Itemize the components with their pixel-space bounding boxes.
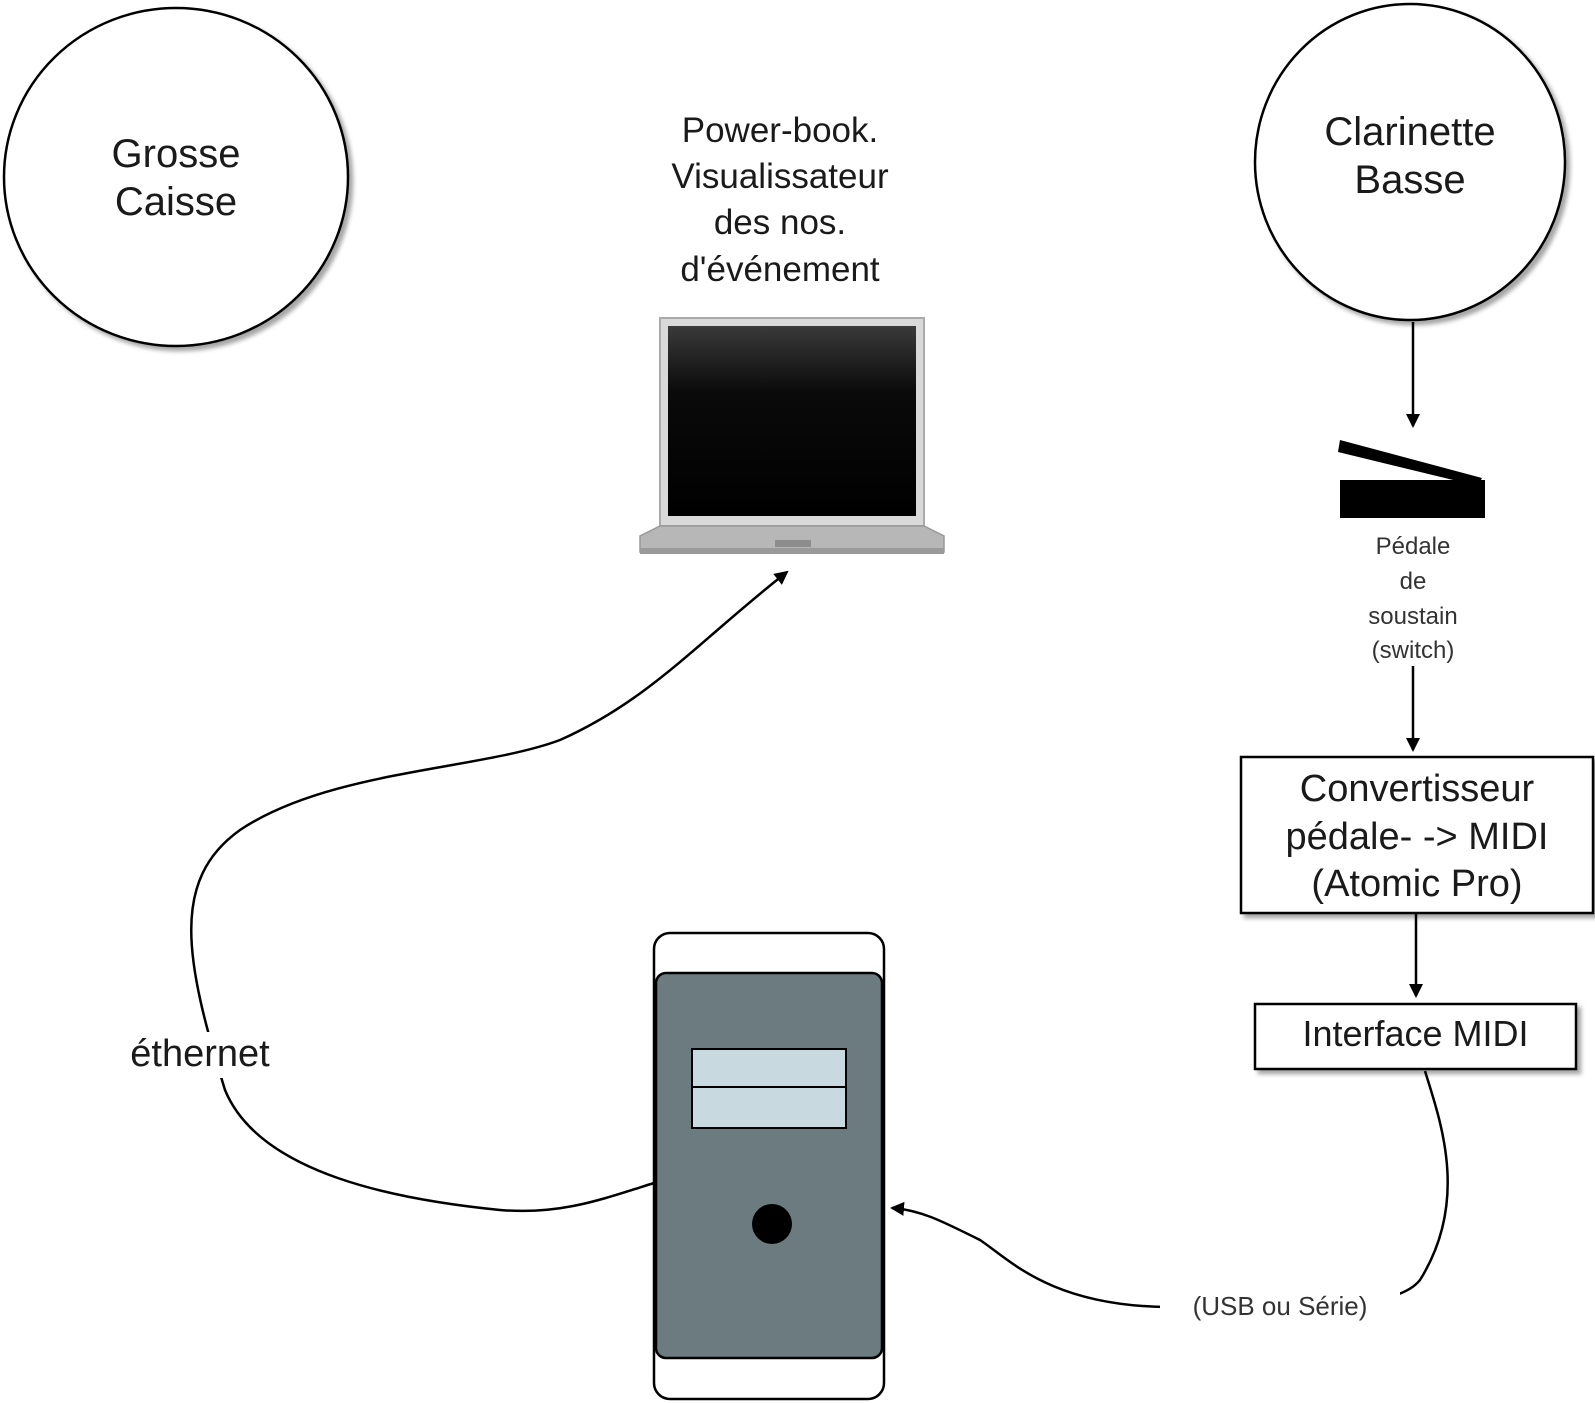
ethernet-label: éthernet <box>100 1032 300 1078</box>
pedale-line-1: Pédale <box>1375 533 1451 560</box>
computer-tower-icon <box>652 931 886 1401</box>
interface-midi-text: Interface MIDI <box>1302 1013 1529 1054</box>
sustain-pedal-icon <box>1338 440 1485 518</box>
grosse-caisse-label: Grosse Caisse <box>56 130 296 226</box>
usb-label: (USB ou Série) <box>1160 1291 1400 1323</box>
interface-midi-node <box>1253 1002 1578 1071</box>
convertisseur-line-3: (Atomic Pro) <box>1311 863 1523 905</box>
clarinette-basse-node <box>1253 2 1567 322</box>
powerbook-line-2: Visualissateur <box>671 157 889 197</box>
pedale-line-4: (switch) <box>1371 637 1455 665</box>
powerbook-line-3: des nos. <box>713 203 847 243</box>
clarinette-basse-line-1: Clarinette <box>1324 110 1496 154</box>
laptop-icon <box>639 317 945 554</box>
usb-text: (USB ou Série) <box>1192 1291 1368 1321</box>
convertisseur-line-1: Convertisseur <box>1299 768 1535 810</box>
grosse-caisse-node <box>2 6 350 348</box>
pedale-line-3: soustain <box>1368 602 1458 630</box>
convertisseur-line-2: pédale- -> MIDI <box>1285 815 1549 858</box>
edge-ethernet-tower-to-laptop <box>190 570 789 1213</box>
clarinette-basse-label: Clarinette Basse <box>1270 108 1550 204</box>
interface-midi-label: Interface MIDI <box>1255 1012 1576 1055</box>
powerbook-line-4: d'événement <box>680 249 880 289</box>
convertisseur-node <box>1239 755 1595 915</box>
grosse-caisse-line-1: Grosse <box>111 132 241 176</box>
powerbook-line-1: Power-book. <box>681 111 879 150</box>
pedale-line-2: de <box>1399 567 1427 595</box>
clarinette-basse-line-2: Basse <box>1354 158 1466 202</box>
pedale-label: Pédale de soustain (switch) <box>1333 530 1493 669</box>
convertisseur-label: Convertisseur pédale- -> MIDI (Atomic Pr… <box>1241 766 1593 909</box>
edge-interface-to-tower <box>890 1070 1449 1309</box>
grosse-caisse-line-2: Caisse <box>114 180 238 224</box>
powerbook-label: Power-book. Visualissateur des nos. d'év… <box>620 108 940 293</box>
ethernet-text: éthernet <box>130 1033 270 1075</box>
